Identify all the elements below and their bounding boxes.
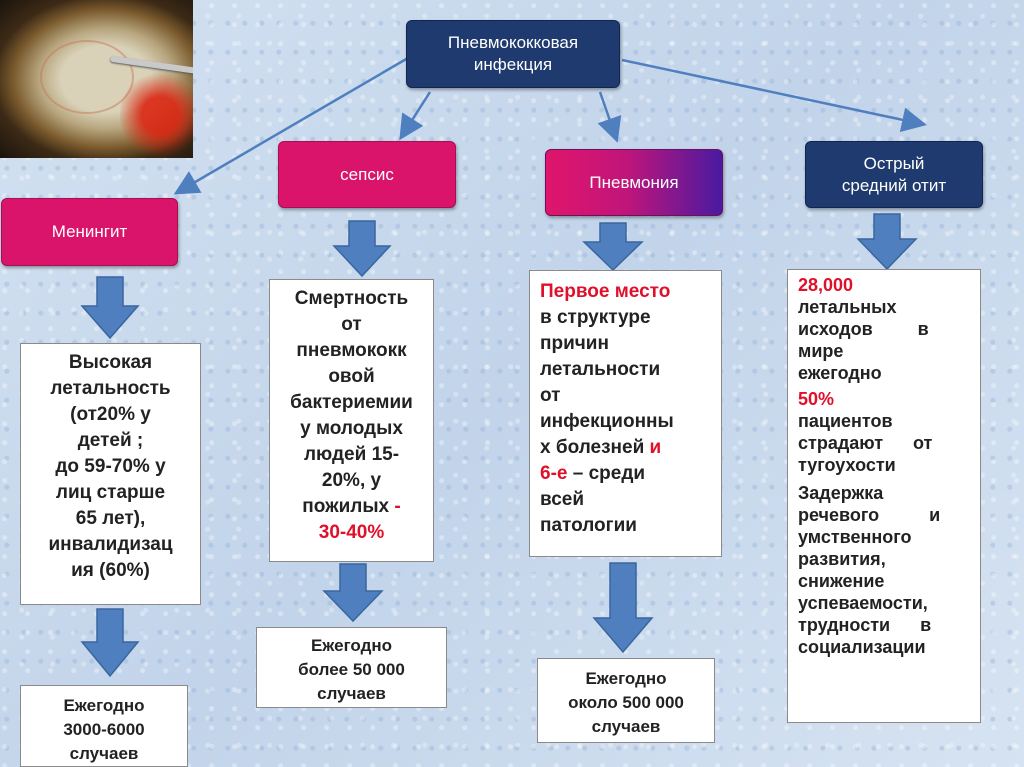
text-line: случаев xyxy=(69,744,139,763)
highlight-text: и xyxy=(649,437,662,458)
text-line: случаев xyxy=(317,684,386,703)
arrow-down-icon xyxy=(80,608,140,678)
line-to-pneumonia xyxy=(597,91,622,143)
text-line: Задержка xyxy=(798,483,884,503)
meningitis-header: Менингит xyxy=(1,198,178,266)
text-line: 65 лет), xyxy=(75,508,146,529)
arrow-down-icon xyxy=(856,213,918,271)
text-line: случаев xyxy=(591,717,661,736)
highlight-text: 50% xyxy=(798,389,835,409)
text-line: развития, xyxy=(798,549,886,569)
arrow-down-icon xyxy=(592,562,654,654)
text-line: страдают от xyxy=(798,433,933,453)
text-line: ежегодно xyxy=(798,363,882,383)
text-line: снижение xyxy=(798,571,885,591)
text-line: летальности xyxy=(540,359,661,380)
text-line: Ежегодно xyxy=(310,636,393,655)
text-line: трудности в xyxy=(798,615,932,635)
sepsis-header: сепсис xyxy=(278,141,456,208)
pneumonia-fact-box: Первое место в структуре причин летальности… xyxy=(529,270,722,557)
text-line: патологии xyxy=(540,515,637,536)
text-line: исходов в xyxy=(798,319,929,339)
text-line: в структуре xyxy=(540,307,651,328)
sepsis-fact-box: Смертность от пневмококк овой бактериемии у м… xyxy=(269,279,434,562)
text-line: 3000-6000 xyxy=(63,720,145,739)
text-line: мире xyxy=(798,341,844,361)
text-line: 6-е – среди xyxy=(540,461,721,487)
text-line: людей 15- xyxy=(303,444,400,465)
text-line: летальных xyxy=(798,297,897,317)
text-line: речевого и xyxy=(798,505,941,525)
surgical-photo xyxy=(0,0,193,158)
arrow-down-icon xyxy=(322,563,384,623)
text-line: инвалидизац xyxy=(48,534,173,555)
text-line: овой xyxy=(328,366,375,387)
meningitis-fact-box: Высокая летальность (от20% у детей ; до 59-7… xyxy=(20,343,201,605)
text-line: х болезней и xyxy=(540,435,721,461)
text-line: всей xyxy=(540,489,585,510)
text-line: ия (60%) xyxy=(71,560,150,581)
text-line: лиц старше xyxy=(55,482,166,503)
arrow-down-icon xyxy=(80,276,140,340)
text-line: от xyxy=(540,385,561,406)
text-fragment: пожилых xyxy=(302,496,395,517)
text-line: Смертность xyxy=(294,288,409,309)
text-line: около 500 000 xyxy=(568,693,684,712)
text-line: до 59-70% у xyxy=(55,456,166,477)
otitis-header: Острый средний отит xyxy=(805,141,983,208)
line-to-sepsis xyxy=(399,91,432,141)
text-line: пациентов xyxy=(798,411,893,431)
text-line: Ежегодно xyxy=(63,696,145,715)
text-line: успеваемости, xyxy=(798,593,928,613)
meningitis-cases-box: Ежегодно 3000-6000 случаев xyxy=(20,685,188,767)
text-line: детей ; xyxy=(77,430,144,451)
text-fragment: – среди xyxy=(567,463,646,484)
text-line: Ежегодно xyxy=(585,669,667,688)
text-line: причин xyxy=(540,333,609,354)
line-to-meningitis xyxy=(173,56,409,195)
text-line: тугоухости xyxy=(798,455,896,475)
text-fragment: х болезней xyxy=(540,437,650,458)
text-line: более 50 000 xyxy=(298,660,405,679)
arrow-down-icon xyxy=(582,222,644,272)
text-line: инфекционны xyxy=(540,411,674,432)
highlight-text: 6-е xyxy=(540,463,568,484)
root-title: Пневмококковая инфекция xyxy=(447,33,579,74)
text-line: пожилых - xyxy=(270,494,433,520)
highlight-text: Первое место xyxy=(540,281,671,302)
line-to-otitis xyxy=(621,58,927,133)
highlight-text: - xyxy=(394,496,401,517)
text-line: социализации xyxy=(798,637,926,657)
pneumonia-header: Пневмония xyxy=(545,149,723,216)
arrow-down-icon xyxy=(332,220,392,278)
sepsis-cases-box: Ежегодно более 50 000 случаев xyxy=(256,627,447,708)
text-line: от xyxy=(341,314,362,335)
root-node: Пневмококковая инфекция xyxy=(406,20,620,88)
highlight-text: 28,000 xyxy=(798,275,854,295)
highlight-text: 30-40% xyxy=(318,522,385,543)
text-line: бактериемии xyxy=(290,392,413,413)
text-line: (от20% у xyxy=(70,404,151,425)
text-line: пневмококк xyxy=(296,340,407,361)
text-line: у молодых xyxy=(300,418,403,439)
text-line: Высокая xyxy=(68,352,153,373)
pneumonia-cases-box: Ежегодно около 500 000 случаев xyxy=(537,658,715,743)
text-line: 20%, у xyxy=(321,470,382,491)
text-line: умственного xyxy=(798,527,912,547)
text-line: летальность xyxy=(50,378,171,399)
